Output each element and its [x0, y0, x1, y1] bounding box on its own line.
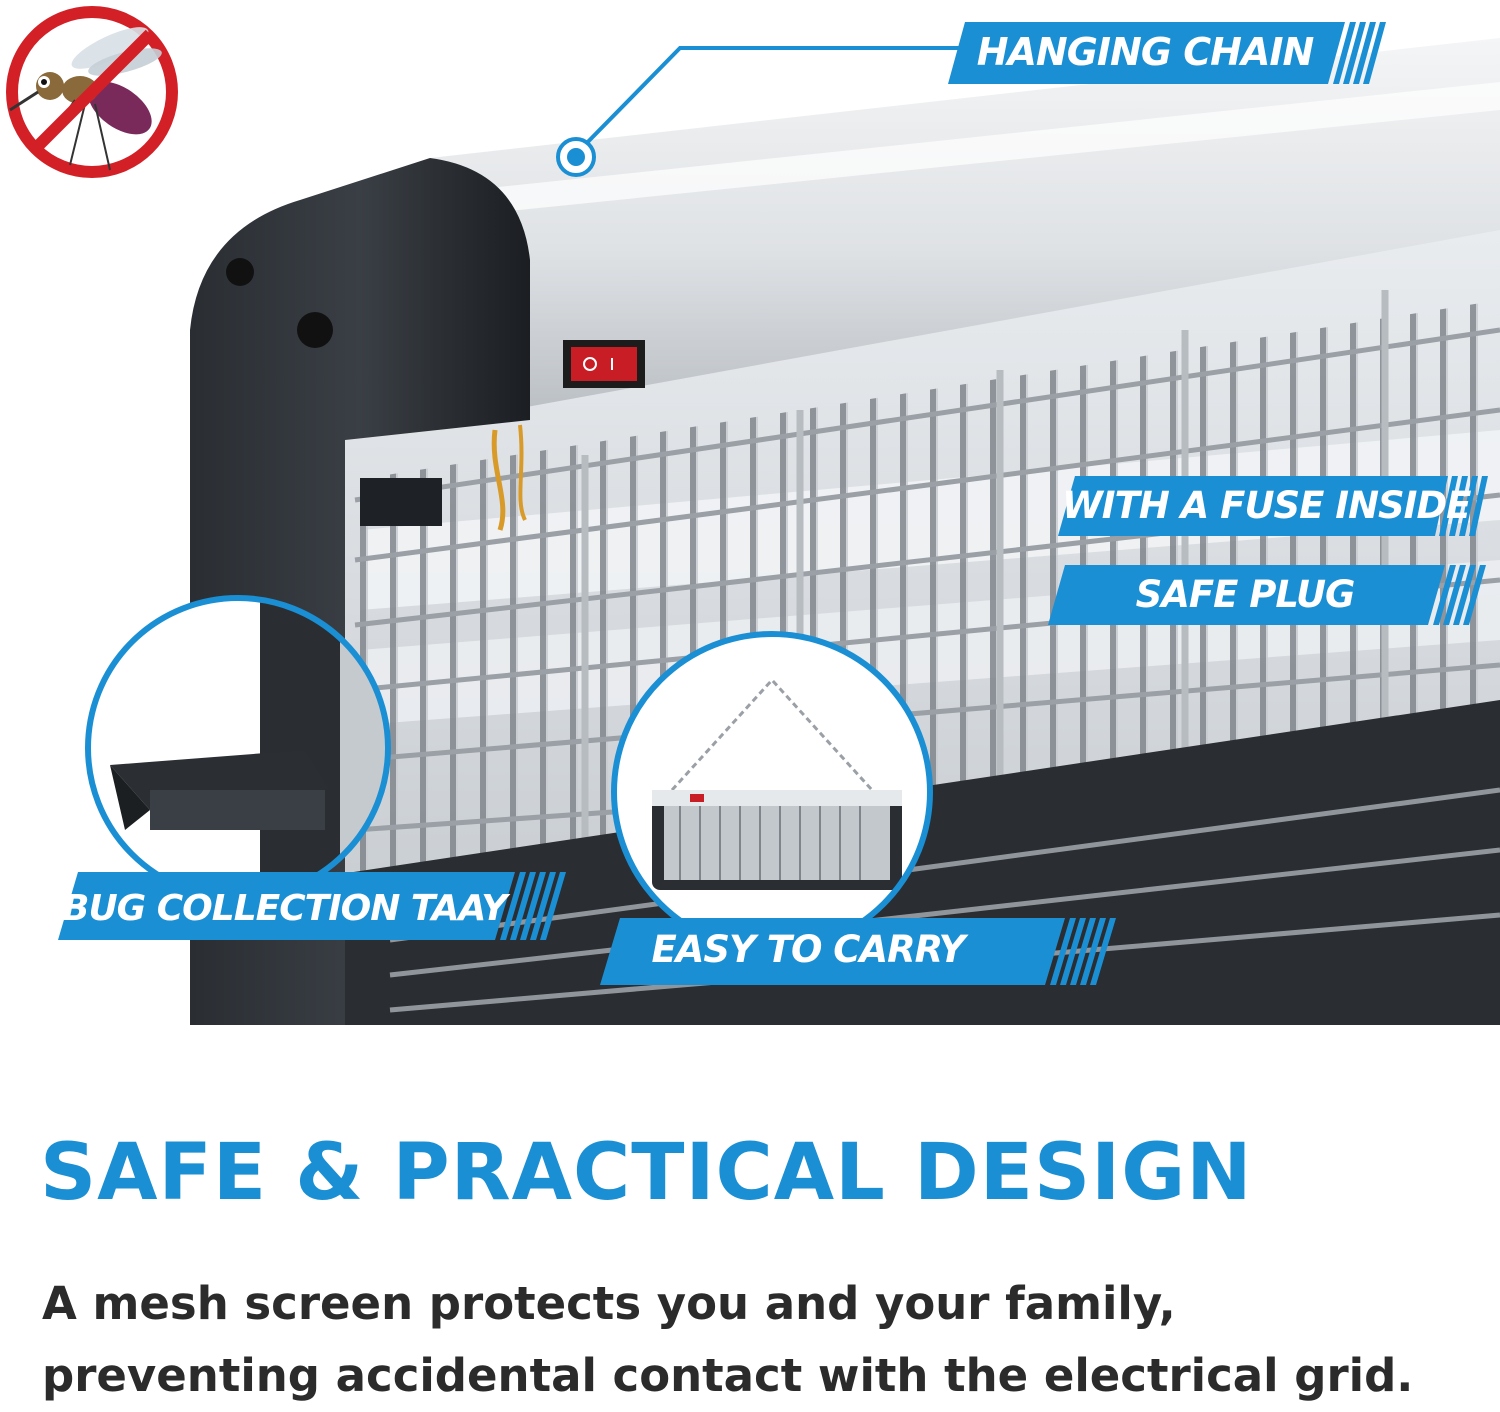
hanging-chain-banner — [948, 22, 1345, 84]
carry-detail-circle — [611, 631, 933, 953]
hanging-chain-label: HANGING CHAIN — [976, 30, 1315, 74]
fuse-label: WITH A FUSE INSIDE — [1062, 484, 1471, 527]
no-mosquito-icon — [6, 6, 178, 178]
carry-banner — [600, 918, 1065, 985]
power-switch-icon — [563, 340, 645, 388]
safe-plug-label: SAFE PLUG — [1135, 573, 1356, 616]
headline: SAFE & PRACTICAL DESIGN — [40, 1128, 1253, 1218]
tray-banner — [58, 872, 515, 940]
description: A mesh screen protects you and your fami… — [42, 1277, 1414, 1402]
fuse-banner — [1058, 476, 1448, 536]
chain-callout-line — [573, 46, 968, 157]
collection-tray-label: BUG COLLECTION TAAY — [62, 888, 507, 929]
easy-carry-label: EASY TO CARRY — [651, 928, 966, 971]
safe-plug-banner — [1048, 565, 1445, 625]
